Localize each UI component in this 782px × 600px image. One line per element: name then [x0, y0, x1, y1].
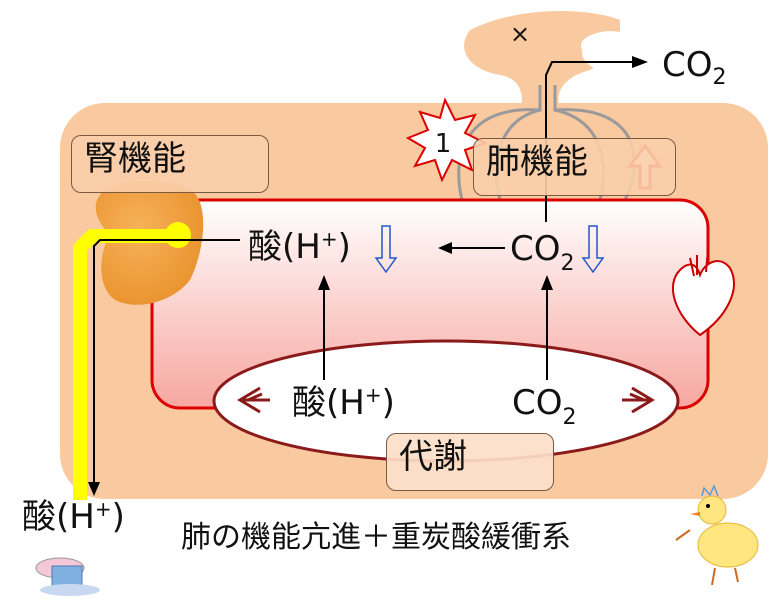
acid-blood: 酸(H+): [248, 227, 351, 267]
co2-up-arrowhead: [541, 275, 553, 290]
metabolism-label: 代謝: [386, 433, 554, 491]
left-chevrons: [237, 386, 270, 414]
acid-excreted: 酸(H+): [22, 497, 125, 537]
kidney-hilum: [165, 222, 191, 248]
exhalation-arrowhead: [632, 56, 648, 68]
head-shape: [464, 10, 620, 111]
right-chevrons: [622, 386, 655, 414]
co2-exhaled: CO2: [662, 45, 727, 90]
co2-decrease-icon: [581, 225, 605, 274]
acid-decrease-icon: [374, 225, 398, 274]
badge-number: 1: [435, 129, 452, 159]
lungs-outline: [457, 85, 636, 201]
chick-icon: [675, 484, 759, 586]
acid-excretion-arrowhead: [88, 482, 100, 496]
co2-metabolism: CO2: [512, 383, 577, 430]
acid-metabolism: 酸(H+): [292, 383, 395, 423]
toilet-icon: [35, 557, 100, 596]
acid-up-arrowhead: [318, 275, 330, 290]
lung-function-label: 肺機能: [473, 138, 676, 196]
caption: 肺の機能亢進＋重炭酸緩衝系: [181, 520, 571, 555]
kidney-function-label: 腎機能: [71, 135, 269, 193]
starburst-badge: [405, 97, 488, 183]
heart-icon: [671, 249, 735, 337]
urine-path: [73, 229, 180, 500]
acid-excretion-arrow: [93, 239, 240, 492]
co2-blood: CO2: [510, 229, 575, 276]
cross-mark: ×: [510, 20, 530, 48]
co2-to-acid-arrowhead: [438, 242, 452, 254]
